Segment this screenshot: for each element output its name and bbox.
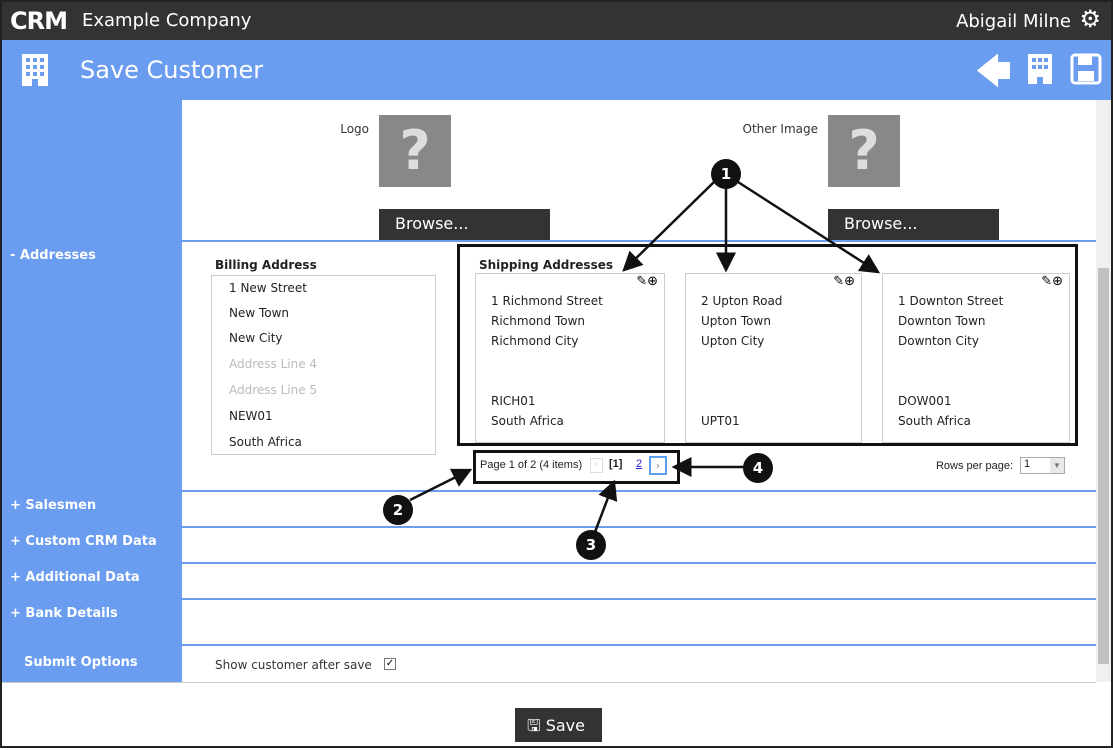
address-country: South Africa	[491, 414, 564, 428]
pencil-icon[interactable]: ✎	[833, 274, 845, 289]
callout-4: 4	[743, 453, 773, 483]
other-image-browse-button[interactable]: Browse...	[828, 209, 999, 240]
billing-line-placeholder: Address Line 4	[229, 357, 318, 371]
address-code: DOW001	[898, 394, 952, 408]
plus-circle-icon[interactable]: ⊕	[1052, 274, 1063, 289]
billing-line-placeholder: Address Line 5	[229, 383, 318, 397]
rows-per-page-label: Rows per page:	[935, 460, 1013, 472]
title-bar: Save Customer 🡄	[2, 40, 1111, 100]
address-line: Richmond Town	[491, 314, 585, 328]
user-name[interactable]: Abigail Milne	[956, 11, 1071, 32]
address-country: South Africa	[898, 414, 971, 428]
chevron-down-icon[interactable]: ▼	[1050, 458, 1064, 473]
logo-label: Logo	[340, 122, 369, 136]
address-line: 2 Upton Road	[701, 294, 783, 308]
edit-add-icons[interactable]: ✎⊕	[636, 274, 658, 289]
building-icon[interactable]	[1028, 54, 1052, 84]
pencil-icon[interactable]: ✎	[1041, 274, 1053, 289]
address-code: RICH01	[491, 394, 536, 408]
section-custom-crm-data[interactable]: + Custom CRM Data	[2, 528, 182, 562]
company-name: Example Company	[82, 10, 252, 31]
next-page-button[interactable]: ›	[649, 456, 667, 475]
billing-address-box[interactable]: 1 New Street New Town New City Address L…	[211, 275, 436, 455]
page-2-link[interactable]: 2	[636, 458, 643, 470]
address-line: Downton City	[898, 334, 979, 348]
back-arrow-icon[interactable]: 🡄	[976, 52, 1012, 92]
pencil-icon[interactable]: ✎	[636, 274, 648, 289]
page-title: Save Customer	[80, 56, 264, 84]
scrollbar-thumb[interactable]	[1098, 268, 1109, 664]
billing-line: NEW01	[229, 409, 273, 423]
prev-page-button[interactable]: ‹	[590, 458, 603, 473]
billing-title: Billing Address	[215, 258, 317, 272]
section-additional-data[interactable]: + Additional Data	[2, 564, 182, 598]
shipping-highlight	[457, 244, 1078, 446]
billing-line: South Africa	[229, 435, 302, 449]
section-addresses[interactable]: - Addresses	[2, 242, 182, 490]
address-line: 1 Downton Street	[898, 294, 1004, 308]
save-icon: 🖫	[527, 716, 546, 735]
plus-circle-icon[interactable]: ⊕	[844, 274, 855, 289]
callout-1: 1	[711, 159, 741, 189]
sidebar-images	[2, 100, 182, 240]
address-line: 1 Richmond Street	[491, 294, 603, 308]
shipping-title: Shipping Addresses	[479, 258, 613, 272]
scrollbar[interactable]	[1096, 100, 1111, 682]
billing-line: New City	[229, 331, 283, 345]
address-line: Upton Town	[701, 314, 771, 328]
address-line: Upton City	[701, 334, 765, 348]
section-submit-options: Submit Options	[2, 646, 182, 682]
crm-logo: CRM	[10, 7, 68, 35]
save-button[interactable]: 🖫 Save	[515, 708, 602, 742]
show-after-save-label: Show customer after save	[215, 658, 372, 672]
save-icon[interactable]	[1070, 53, 1102, 85]
section-bank-details[interactable]: + Bank Details	[2, 600, 182, 644]
billing-line: 1 New Street	[229, 281, 307, 295]
address-line: Richmond City	[491, 334, 579, 348]
logo-browse-button[interactable]: Browse...	[379, 209, 550, 240]
building-icon	[22, 54, 48, 86]
current-page: [1]	[609, 458, 623, 470]
billing-line: New Town	[229, 306, 290, 320]
show-after-save-checkbox[interactable]: ✓	[384, 658, 396, 670]
address-line: Downton Town	[898, 314, 986, 328]
rows-per-page-value: 1	[1024, 458, 1031, 470]
other-image-placeholder: ?	[828, 115, 900, 187]
save-label: Save	[545, 716, 585, 735]
callout-3: 3	[576, 530, 606, 560]
gear-icon[interactable]: ⚙	[1079, 5, 1101, 33]
section-salesmen[interactable]: + Salesmen	[2, 492, 182, 526]
address-code: UPT01	[701, 414, 740, 428]
pager-info: Page 1 of 2 (4 items)	[480, 459, 583, 471]
logo-placeholder-image: ?	[379, 115, 451, 187]
other-image-label: Other Image	[742, 122, 818, 136]
top-bar: CRM Example Company Abigail Milne ⚙	[2, 2, 1111, 40]
plus-circle-icon[interactable]: ⊕	[647, 274, 658, 289]
callout-2: 2	[383, 495, 413, 525]
rows-per-page-select[interactable]: 1▼	[1020, 457, 1065, 474]
